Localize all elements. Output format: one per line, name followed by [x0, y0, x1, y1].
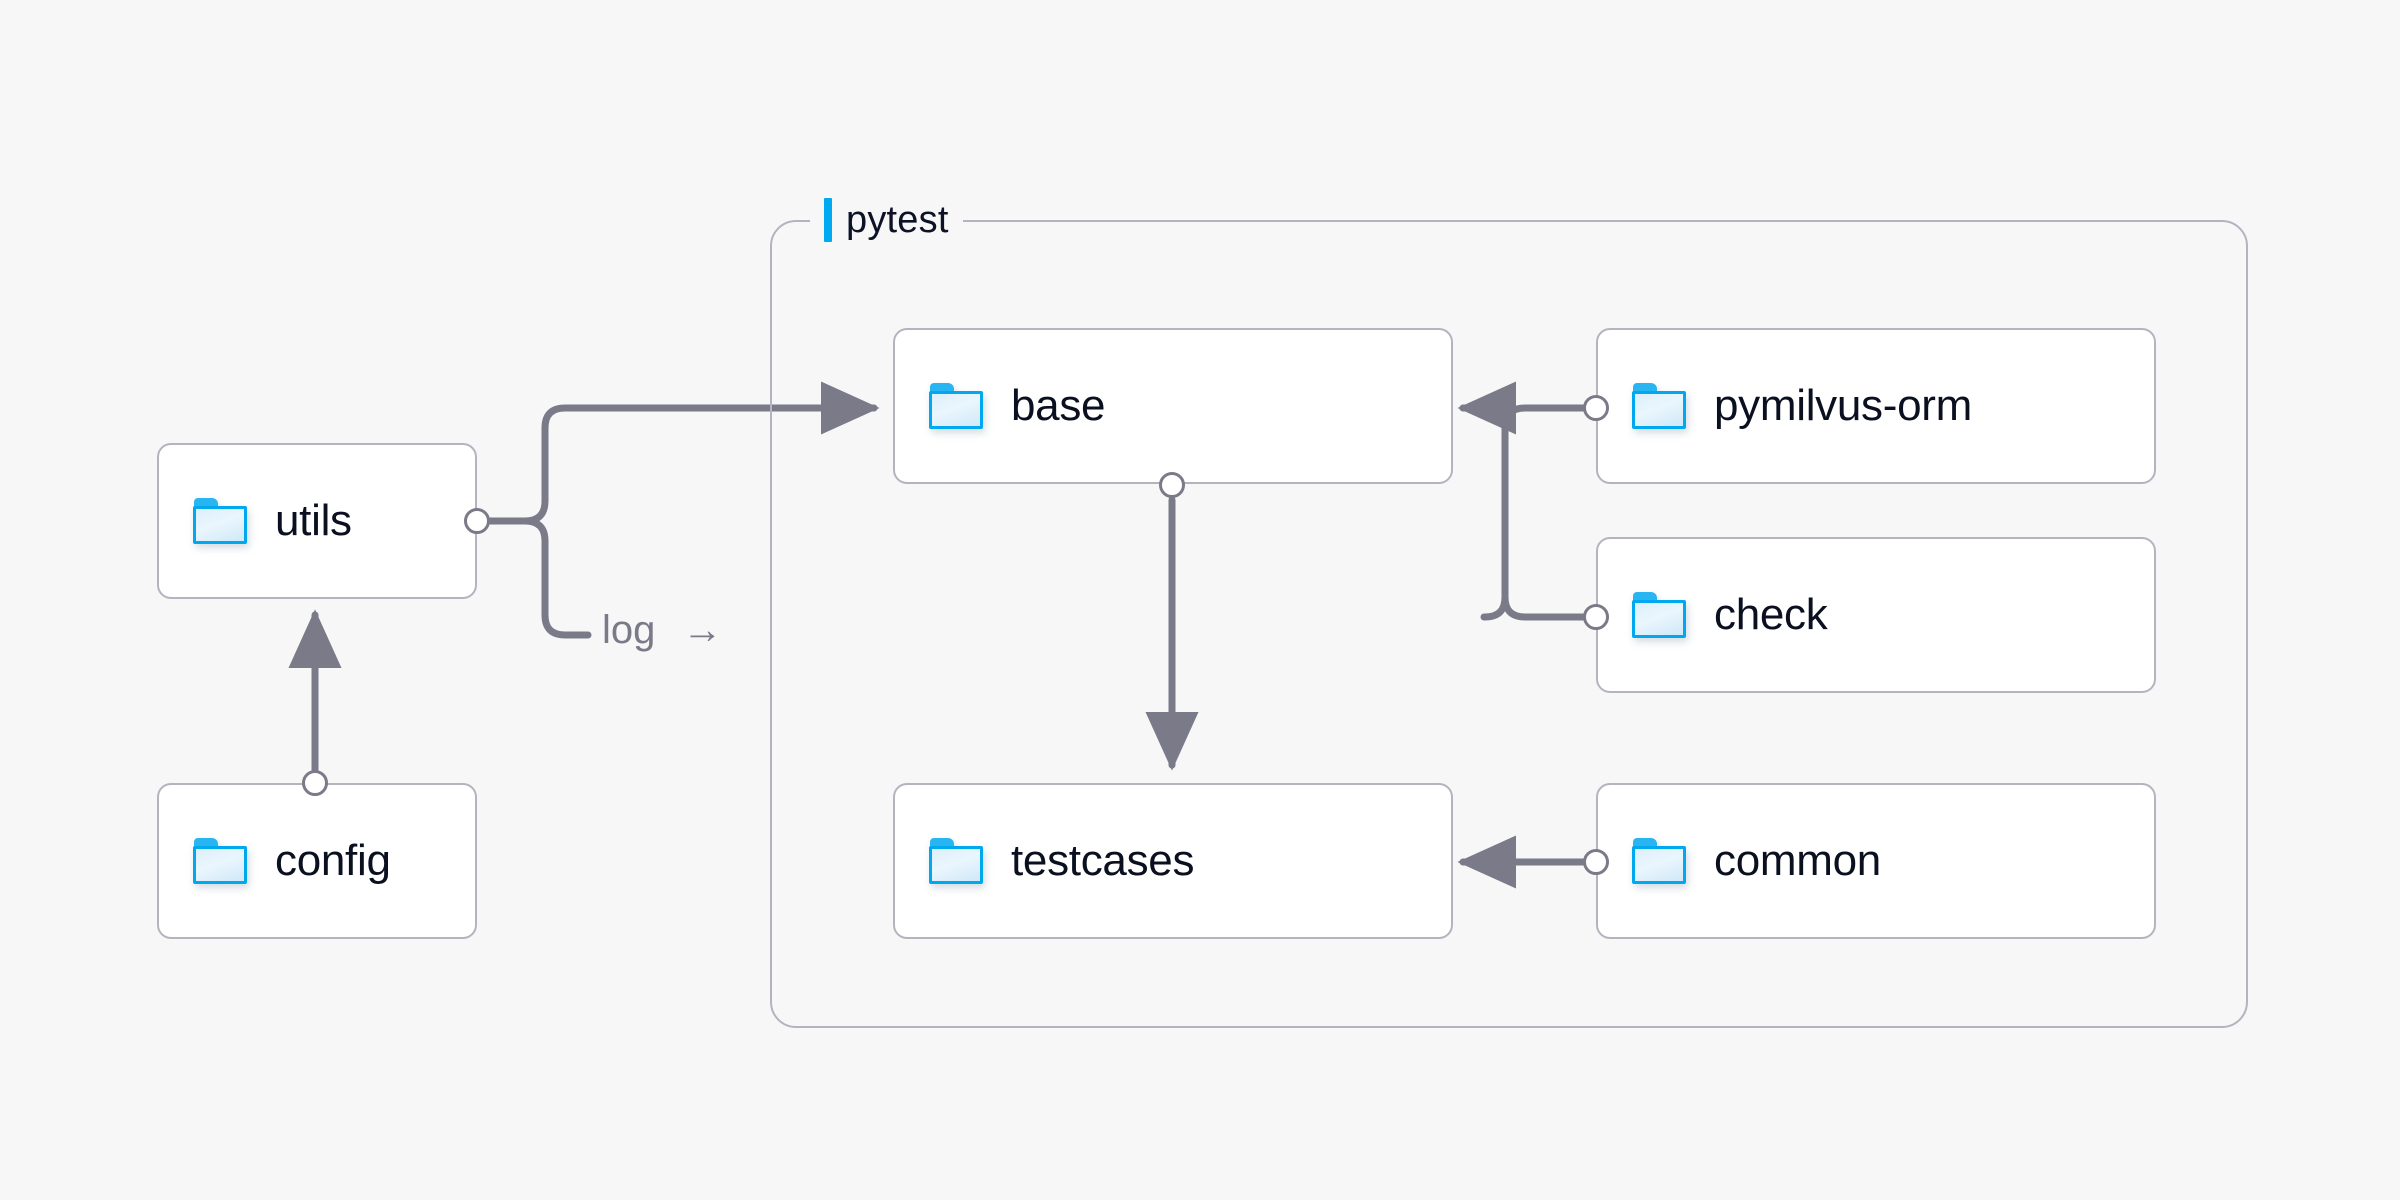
- edge-label-log: log →: [602, 608, 723, 653]
- port-base-bottom[interactable]: [1159, 472, 1185, 498]
- port-common-left[interactable]: [1583, 849, 1609, 875]
- folder-icon: [1632, 592, 1686, 638]
- folder-icon: [193, 498, 247, 544]
- node-label: config: [275, 836, 391, 885]
- folder-icon: [1632, 383, 1686, 429]
- group-accent-bar: [824, 198, 832, 242]
- group-label-text: pytest: [846, 198, 949, 241]
- edge-label-log-text: log: [602, 608, 656, 652]
- pytest-group-container: [770, 220, 2248, 1028]
- node-label: base: [1011, 381, 1106, 430]
- node-pymilvus-orm[interactable]: pymilvus-orm: [1596, 328, 2156, 484]
- edge-utils-to-log: [483, 517, 592, 639]
- node-utils[interactable]: utils: [157, 443, 477, 599]
- port-pymilvus-orm-left[interactable]: [1583, 395, 1609, 421]
- node-check[interactable]: check: [1596, 537, 2156, 693]
- folder-icon: [193, 838, 247, 884]
- folder-icon: [929, 838, 983, 884]
- node-config[interactable]: config: [157, 783, 477, 939]
- node-label: check: [1714, 590, 1828, 639]
- node-label: common: [1714, 836, 1881, 885]
- node-label: testcases: [1011, 836, 1195, 885]
- node-label: pymilvus-orm: [1714, 381, 1972, 430]
- port-config-top[interactable]: [302, 770, 328, 796]
- node-testcases[interactable]: testcases: [893, 783, 1453, 939]
- pytest-group-label: pytest: [810, 192, 963, 248]
- node-common[interactable]: common: [1596, 783, 2156, 939]
- arrow-right-icon: →: [682, 608, 723, 652]
- port-utils-right[interactable]: [464, 508, 490, 534]
- port-check-left[interactable]: [1583, 604, 1609, 630]
- folder-icon: [929, 383, 983, 429]
- folder-icon: [1632, 838, 1686, 884]
- node-base[interactable]: base: [893, 328, 1453, 484]
- node-label: utils: [275, 496, 352, 545]
